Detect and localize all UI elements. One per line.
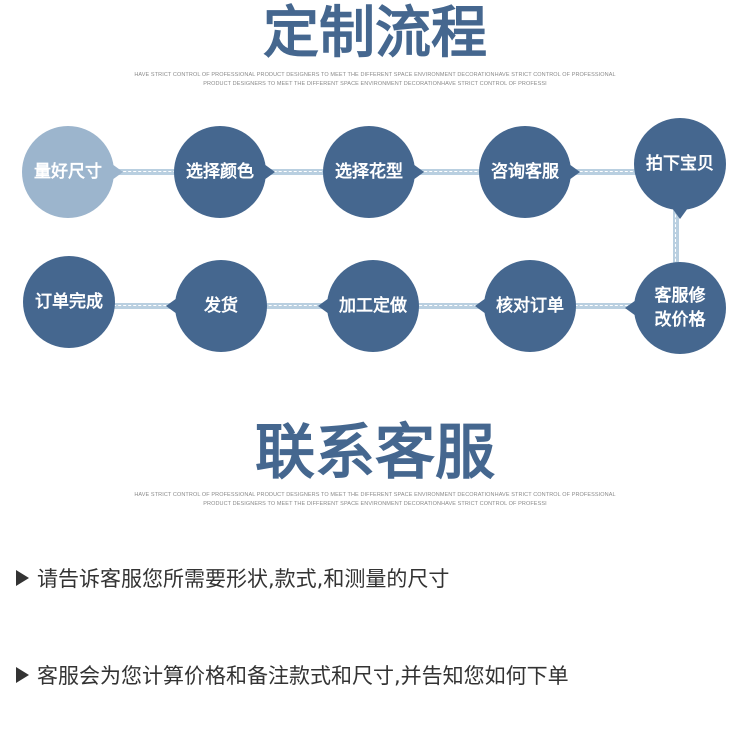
step-shipping: 发货 bbox=[166, 260, 267, 352]
vertical-connector bbox=[673, 170, 679, 306]
contact-note-text: 客服会为您计算价格和备注款式和尺寸,并告知您如何下单 bbox=[37, 664, 569, 688]
step-pointer bbox=[625, 300, 636, 316]
step-pointer bbox=[413, 164, 424, 180]
step-label: 客服修 改价格 bbox=[654, 286, 706, 330]
contact-note: 客服会为您计算价格和备注款式和尺寸,并告知您如何下单 bbox=[16, 660, 569, 690]
step-label: 选择花型 bbox=[335, 162, 403, 182]
step-service-modify-price: 客服修 改价格 bbox=[625, 262, 726, 354]
process-title: 定制流程 bbox=[263, 1, 487, 66]
step-label: 加工定做 bbox=[339, 296, 407, 316]
step-pointer bbox=[672, 208, 688, 219]
step-label: 拍下宝贝 bbox=[646, 154, 714, 174]
process-subtitle: HAVE STRICT CONTROL OF PROFESSIONAL PROD… bbox=[0, 71, 750, 89]
contact-note-text: 请告诉客服您所需要形状,款式,和测量的尺寸 bbox=[37, 567, 450, 591]
step-custom-processing: 加工定做 bbox=[318, 260, 419, 352]
step-label: 量好尺寸 bbox=[34, 162, 102, 182]
step-place-order: 拍下宝贝 bbox=[634, 118, 726, 219]
step-pointer bbox=[475, 298, 486, 314]
step-order-complete: 订单完成 bbox=[23, 256, 115, 348]
contact-subtitle-line2: PRODUCT DESIGNERS TO MEET THE DIFFERENT … bbox=[203, 501, 547, 507]
contact-subtitle: HAVE STRICT CONTROL OF PROFESSIONAL PROD… bbox=[0, 491, 750, 509]
step-pointer bbox=[318, 298, 329, 314]
contact-subtitle-line1: HAVE STRICT CONTROL OF PROFESSIONAL PROD… bbox=[134, 492, 616, 498]
step-label: 核对订单 bbox=[496, 296, 564, 316]
step-choose-color: 选择颜色 bbox=[174, 126, 275, 218]
step-measure-size: 量好尺寸 bbox=[22, 126, 123, 218]
step-label: 选择颜色 bbox=[186, 162, 254, 182]
step-pointer bbox=[569, 164, 580, 180]
play-arrow-icon bbox=[16, 667, 29, 683]
contact-note: 请告诉客服您所需要形状,款式,和测量的尺寸 bbox=[16, 563, 449, 593]
play-arrow-icon bbox=[16, 570, 29, 586]
step-choose-pattern: 选择花型 bbox=[323, 126, 424, 218]
contact-title: 联系客服 bbox=[255, 418, 495, 488]
step-verify-order: 核对订单 bbox=[475, 260, 576, 352]
process-subtitle-line1: HAVE STRICT CONTROL OF PROFESSIONAL PROD… bbox=[134, 72, 616, 78]
step-consult-service: 咨询客服 bbox=[479, 126, 580, 218]
step-pointer bbox=[264, 164, 275, 180]
step-label: 订单完成 bbox=[35, 292, 103, 312]
step-pointer bbox=[112, 164, 123, 180]
step-label: 咨询客服 bbox=[491, 162, 559, 182]
process-subtitle-line2: PRODUCT DESIGNERS TO MEET THE DIFFERENT … bbox=[203, 81, 547, 87]
step-label: 发货 bbox=[204, 296, 238, 316]
process-flow: 量好尺寸 选择颜色 选择花型 咨询客服 拍下宝贝 客服修 改价格 核对订单 加工… bbox=[22, 118, 726, 354]
step-pointer bbox=[166, 298, 177, 314]
